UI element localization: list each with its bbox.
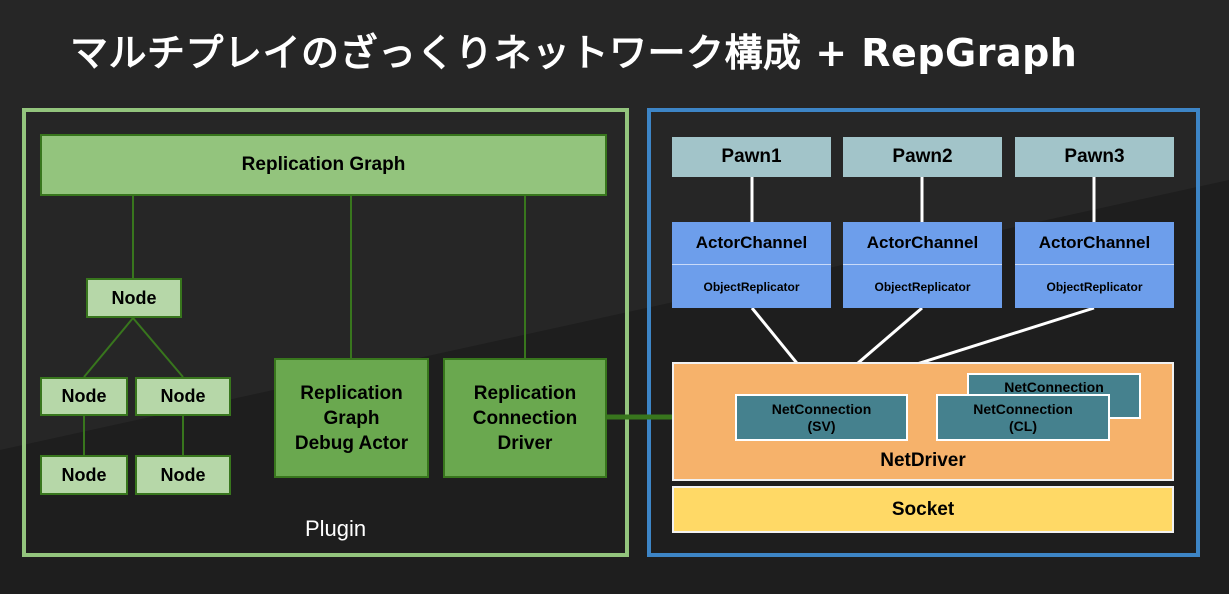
plugin-frame: [22, 108, 629, 557]
object-replicator-2: ObjectReplicator: [843, 265, 1002, 308]
replication-graph-box: Replication Graph: [40, 134, 607, 196]
node-left: Node: [40, 377, 128, 416]
net-connection-sv: NetConnection (SV): [735, 394, 908, 441]
actor-channel-3: ActorChannel: [1015, 222, 1174, 265]
connection-driver-box: Replication Connection Driver: [443, 358, 607, 478]
node-right: Node: [135, 377, 231, 416]
object-replicator-1: ObjectReplicator: [672, 265, 831, 308]
pawn1-box: Pawn1: [672, 137, 831, 177]
net-driver-label: NetDriver: [880, 450, 966, 471]
actor-channel-2: ActorChannel: [843, 222, 1002, 265]
object-replicator-3: ObjectReplicator: [1015, 265, 1174, 308]
engine-frame: [647, 108, 1200, 557]
node-left-child: Node: [40, 455, 128, 495]
pawn3-box: Pawn3: [1015, 137, 1174, 177]
page-title: マルチプレイのざっくりネットワーク構成 + RepGraph: [70, 31, 1078, 75]
pawn2-box: Pawn2: [843, 137, 1002, 177]
socket-box: Socket: [672, 486, 1174, 533]
net-connection-cl: NetConnection (CL): [936, 394, 1110, 441]
actor-channel-1: ActorChannel: [672, 222, 831, 265]
plugin-label: Plugin: [305, 516, 367, 541]
node-root: Node: [86, 278, 182, 318]
node-right-child: Node: [135, 455, 231, 495]
debug-actor-box: Replication Graph Debug Actor: [274, 358, 429, 478]
